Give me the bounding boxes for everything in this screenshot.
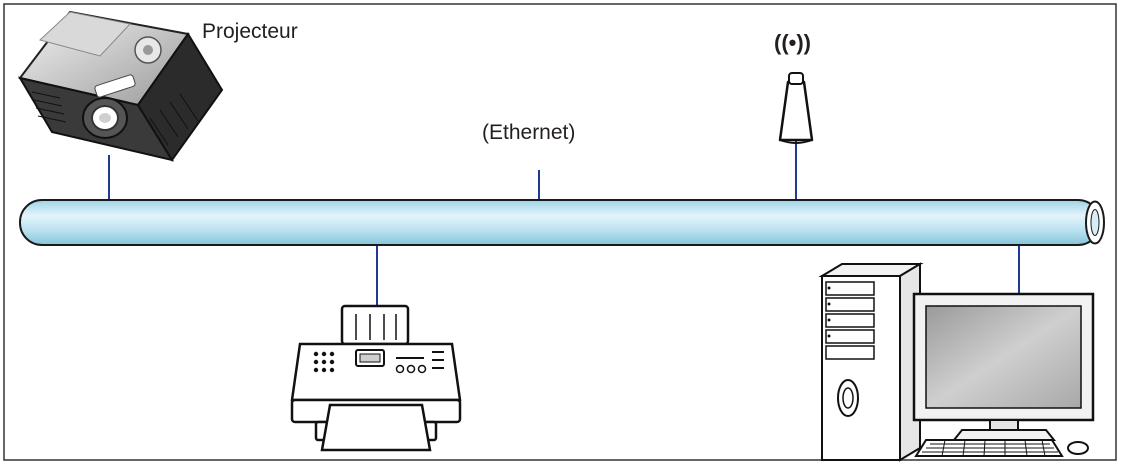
ethernet-bus [19,199,1105,246]
wireless-symbol: ((•)) [774,30,811,55]
connector-lines [108,140,1020,305]
projector-icon [17,10,224,162]
desktop-computer-icon [818,262,1095,462]
projector-label: Projecteur [202,20,298,43]
printer-fax-icon [290,304,462,452]
ethernet-label: (Ethernet) [482,121,576,144]
antenna-icon: ((•)) [774,30,814,144]
diagram-frame [3,3,1117,461]
